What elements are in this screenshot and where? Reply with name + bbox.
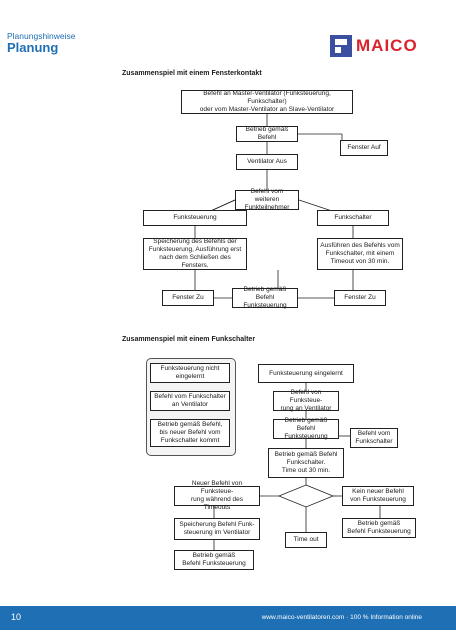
master-command-box: Befehl an Master-Ventilator (Funksteueru… [181, 90, 353, 114]
eingelernt-box: Funksteuerung eingelernt [258, 364, 354, 383]
betrieb-neuer-befehl-box: Betrieb gemäß Befehl, bis neuer Befehl v… [150, 419, 230, 447]
befehl-weitere-box: Befehl vom weiteren Funkteilnehmer [235, 188, 299, 211]
betrieb-funk-box: Betrieb gemäß Befehl Funksteuerung [273, 417, 339, 440]
header-subtitle: Planungshinweise [7, 31, 76, 41]
betrieb-funk-bottom-box: Betrieb gemäß Befehl Funksteuerung [174, 550, 254, 570]
maico-logo-icon [330, 35, 352, 57]
befehl-vom-schalter-box: Befehl vom Funkschalter [350, 428, 398, 448]
footer-link[interactable]: www.maico-ventilatoren.com · 100 % Infor… [261, 614, 422, 621]
funksteuerung-box: Funksteuerung [143, 210, 247, 226]
page-title: Planung [7, 40, 59, 55]
ventilator-aus-box: Ventilator Aus [236, 154, 298, 170]
page-number: 10 [11, 612, 22, 622]
nicht-eingelernt-box: Funksteuerung nicht eingelernt [150, 363, 230, 383]
fenster-zu-right-box: Fenster Zu [334, 290, 386, 306]
maico-logo: MAICO [330, 35, 450, 57]
betrieb-befehl-box: Betrieb gemäß Befehl [236, 126, 298, 142]
funkschalter-box: Funkschalter [317, 210, 389, 226]
befehl-funksteuerung-box: Befehl von Funksteue- rung an Ventilator [273, 389, 339, 412]
footer-bar: 10 www.maico-ventilatoren.com · 100 % In… [0, 606, 456, 630]
time-out-box: Time out [285, 532, 327, 548]
neuer-befehl-box: Neuer Befehl von Funksteue- rung während… [174, 480, 260, 511]
befehl-schalter-box: Befehl vom Funkschalter an Ventilator [150, 391, 230, 411]
fenster-auf-box: Fenster Auf [340, 140, 388, 156]
logo-text: MAICO [356, 36, 418, 55]
ausfuehren-box: Ausführen des Befehls vom Funkschalter, … [317, 238, 403, 270]
section-title-funkschalter: Zusammenspiel mit einem Funkschalter [122, 336, 256, 343]
kein-neuer-befehl-box: Kein neuer Befehl von Funksteuerung [342, 486, 414, 506]
fenster-zu-left-box: Fenster Zu [162, 290, 214, 306]
speicherung-funk-box: Speicherung Befehl Funk- steuerung im Ve… [174, 518, 260, 540]
section-title-fensterkontakt: Zusammenspiel mit einem Fensterkontakt [122, 70, 262, 77]
betrieb-funksteuerung-box: Betrieb gemäß Befehl Funksteuerung [232, 286, 298, 309]
betrieb-funk-right-box: Betrieb gemäß Befehl Funksteuerung [342, 518, 416, 538]
speicherung-box: Speicherung des Befehls der Funksteuerun… [143, 238, 247, 270]
betrieb-schalter-timeout-box: Betrieb gemäß Befehl Funkschalter. Time … [268, 448, 344, 478]
